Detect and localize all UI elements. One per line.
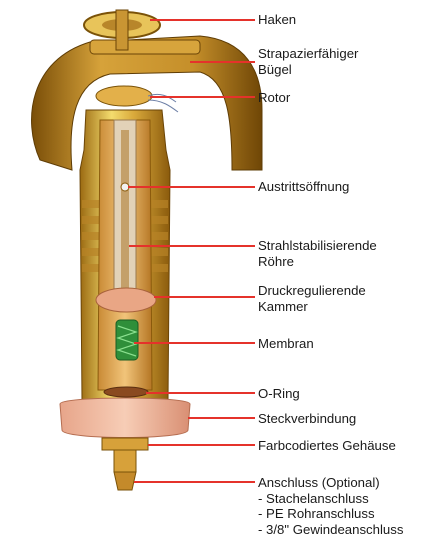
label-steck-text: Steckverbindung <box>258 411 356 427</box>
connector-tip <box>114 472 136 490</box>
label-anschluss-opt3: - 3/8" Gewindeanschluss <box>258 522 403 538</box>
pressure-chamber <box>96 288 156 312</box>
label-buegel: Strapazierfähiger Bügel <box>258 46 358 77</box>
label-roehre: Strahlstabilisierende Röhre <box>258 238 377 269</box>
label-austritt: Austrittsöffnung <box>258 179 349 195</box>
o-ring <box>104 387 148 397</box>
label-membran-text: Membran <box>258 336 314 352</box>
connector-stem <box>114 450 136 472</box>
label-steck: Steckverbindung <box>258 411 356 427</box>
body-group <box>80 110 170 400</box>
label-rotor-text: Rotor <box>258 90 290 106</box>
label-austritt-text: Austrittsöffnung <box>258 179 349 195</box>
label-anschluss-opt1: - Stachelanschluss <box>258 491 403 507</box>
label-gehaeuse: Farbcodiertes Gehäuse <box>258 438 396 454</box>
hook-stem <box>116 10 128 50</box>
label-roehre-line2: Röhre <box>258 254 377 270</box>
tube-core <box>121 130 129 300</box>
label-anschluss-title: Anschluss (Optional) <box>258 475 403 491</box>
rotor-disc <box>96 86 152 106</box>
label-rotor: Rotor <box>258 90 290 106</box>
label-buegel-line1: Strapazierfähiger <box>258 46 358 62</box>
label-oring: O-Ring <box>258 386 300 402</box>
label-roehre-line1: Strahlstabilisierende <box>258 238 377 254</box>
label-kammer-line2: Kammer <box>258 299 366 315</box>
label-anschluss: Anschluss (Optional) - Stachelanschluss … <box>258 475 403 537</box>
label-buegel-line2: Bügel <box>258 62 358 78</box>
base-flange <box>60 398 190 438</box>
rotor-group <box>96 86 178 112</box>
outlet-hole <box>121 183 129 191</box>
label-kammer-line1: Druckregulierende <box>258 283 366 299</box>
label-haken-text: Haken <box>258 12 296 28</box>
label-anschluss-opt2: - PE Rohranschluss <box>258 506 403 522</box>
arch-crossbar <box>90 40 200 54</box>
label-gehaeuse-text: Farbcodiertes Gehäuse <box>258 438 396 454</box>
label-haken: Haken <box>258 12 296 28</box>
base-neck <box>102 438 148 450</box>
label-kammer: Druckregulierende Kammer <box>258 283 366 314</box>
label-membran: Membran <box>258 336 314 352</box>
label-oring-text: O-Ring <box>258 386 300 402</box>
